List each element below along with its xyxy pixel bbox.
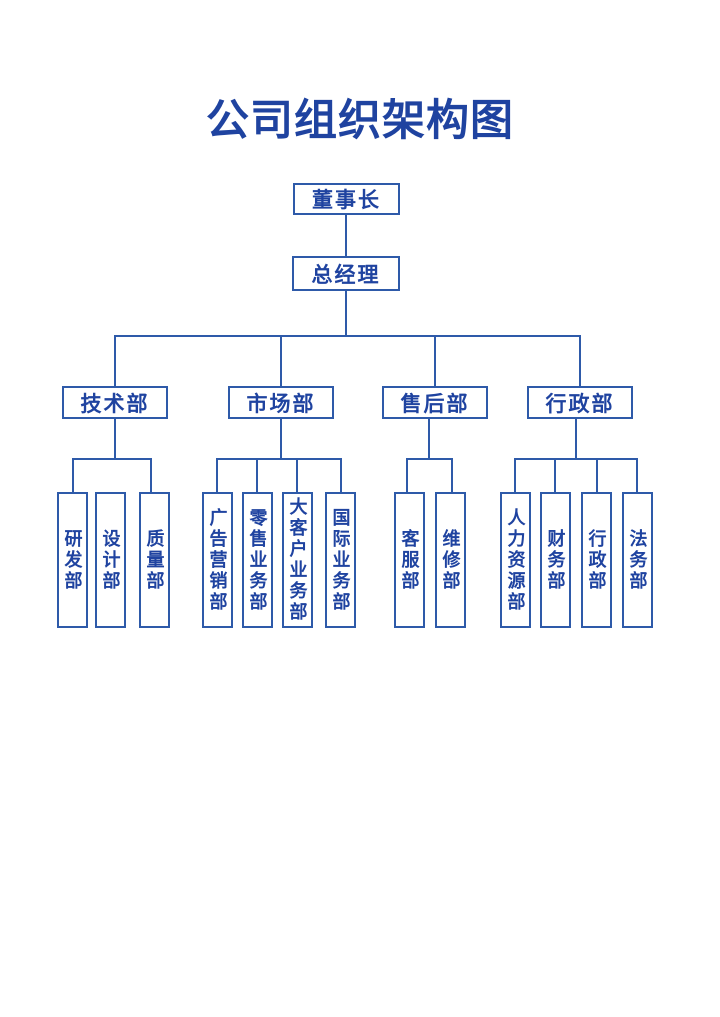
connector-drop-retail-business [256, 458, 258, 492]
dept-box-marketing: 市场部 [228, 386, 334, 419]
leaf-box-maintenance-label: 维修部 [440, 528, 461, 592]
dept-box-aftersales: 售后部 [382, 386, 488, 419]
leaf-box-rd-label: 研发部 [62, 528, 83, 592]
leaf-box-design-label: 设计部 [100, 528, 121, 592]
leaf-box-customer-service-label: 客服部 [399, 528, 420, 592]
leaf-box-quality-label: 质量部 [144, 528, 165, 592]
connector-drop-legal [636, 458, 638, 492]
top-bus-line [114, 335, 581, 337]
marketing-bus-line [216, 458, 342, 460]
aftersales-bus-line [406, 458, 453, 460]
dept-box-administration: 行政部 [527, 386, 633, 419]
leaf-box-finance-label: 财务部 [545, 528, 566, 592]
connector-gm-bus [345, 291, 347, 335]
connector-drop-customer-service [406, 458, 408, 492]
leaf-box-retail-business: 零售业务部 [242, 492, 273, 628]
connector-chairman-gm [345, 215, 347, 256]
connector-drop-finance [554, 458, 556, 492]
leaf-box-finance: 财务部 [540, 492, 571, 628]
connector-drop-ad-marketing [216, 458, 218, 492]
page-title: 公司组织架构图 [206, 97, 514, 145]
dept-box-administration-label: 行政部 [545, 392, 615, 416]
connector-drop-rd [72, 458, 74, 492]
dept-box-aftersales-label: 售后部 [400, 392, 470, 416]
connector-stub-marketing [280, 419, 282, 458]
leaf-box-maintenance: 维修部 [435, 492, 466, 628]
connector-drop-technology [114, 335, 116, 386]
connector-stub-aftersales [428, 419, 430, 458]
org-box-general-manager: 总经理 [292, 256, 400, 291]
leaf-box-legal-label: 法务部 [627, 528, 648, 592]
leaf-box-admin: 行政部 [581, 492, 612, 628]
leaf-box-international-business-label: 国际业务部 [330, 507, 351, 613]
connector-drop-administration [579, 335, 581, 386]
leaf-box-customer-service: 客服部 [394, 492, 425, 628]
dept-box-marketing-label: 市场部 [246, 392, 316, 416]
leaf-box-retail-business-label: 零售业务部 [247, 507, 268, 613]
leaf-box-design: 设计部 [95, 492, 126, 628]
org-box-chairman-label: 董事长 [312, 189, 381, 212]
technology-bus-line [72, 458, 152, 460]
leaf-box-ad-marketing: 广告营销部 [202, 492, 233, 628]
leaf-box-international-business: 国际业务部 [325, 492, 356, 628]
org-box-general-manager-label: 总经理 [311, 263, 381, 287]
leaf-box-key-account-business: 大客户业务部 [282, 492, 313, 628]
leaf-box-admin-label: 行政部 [586, 528, 607, 592]
dept-box-technology-label: 技术部 [80, 392, 150, 416]
org-box-chairman: 董事长 [293, 183, 400, 215]
connector-drop-hr [514, 458, 516, 492]
connector-drop-maintenance [451, 458, 453, 492]
leaf-box-quality: 质量部 [139, 492, 170, 628]
connector-drop-international-business [340, 458, 342, 492]
connector-drop-marketing [280, 335, 282, 386]
dept-box-technology: 技术部 [62, 386, 168, 419]
leaf-box-key-account-business-label: 大客户业务部 [287, 497, 308, 623]
administration-bus-line [514, 458, 638, 460]
connector-stub-administration [575, 419, 577, 458]
leaf-box-ad-marketing-label: 广告营销部 [207, 507, 228, 613]
connector-drop-admin [596, 458, 598, 492]
connector-stub-technology [114, 419, 116, 458]
leaf-box-hr: 人力资源部 [500, 492, 531, 628]
leaf-box-legal: 法务部 [622, 492, 653, 628]
connector-drop-aftersales [434, 335, 436, 386]
connector-drop-quality [150, 458, 152, 492]
connector-drop-key-account-business [296, 458, 298, 492]
leaf-box-rd: 研发部 [57, 492, 88, 628]
leaf-box-hr-label: 人力资源部 [505, 507, 526, 613]
